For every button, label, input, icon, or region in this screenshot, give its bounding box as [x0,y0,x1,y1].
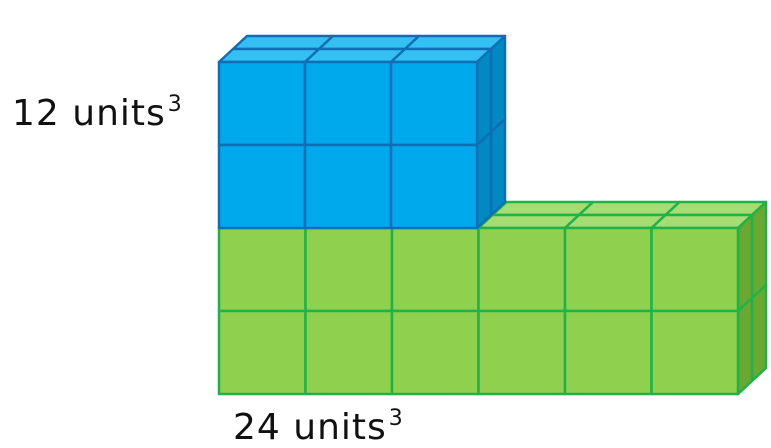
blue-cube-top-cell [217,47,321,64]
green-cube-top-cell [577,200,681,217]
green-cube-side-cell [750,200,768,300]
blue-cube-front-cell [389,143,479,230]
green-cube-front-cell [563,309,653,396]
blue-volume-text: 12 units [12,93,166,134]
blue-cube-front-cell [303,143,393,230]
green-volume-exponent: 3 [388,406,404,431]
green-cube-top-cell [477,213,581,230]
green-cube-front-cell [563,226,653,313]
green-cube-top-cell [491,200,595,217]
blue-cube-side-cell [475,47,493,147]
blue-volume-exponent: 3 [167,92,183,117]
blue-cube-top-cell [317,34,421,51]
green-cube-front-cell [650,309,740,396]
blue-cube-front-cell [217,60,307,147]
blue-cube-top-cell [403,34,507,51]
blue-cube-top-cell [231,34,335,51]
blue-cube-top-cell [303,47,407,64]
blue-volume-label: 12 units3 [12,94,183,132]
blue-cube-front-cell [389,60,479,147]
green-cube-front-cell [304,226,394,313]
green-volume-text: 24 units [233,407,387,448]
blue-cube-side-cell [489,117,507,217]
green-cube-front-cell [217,226,307,313]
blue-cube-front-cell [217,143,307,230]
green-cube-front-cell [304,309,394,396]
green-cube-top-cell [563,213,667,230]
green-cube-top-cell [664,200,768,217]
green-volume-label: 24 units3 [233,408,404,446]
green-cube-front-cell [477,226,567,313]
blue-cube-front-cell [303,60,393,147]
blue-cube-top-cell [389,47,493,64]
green-cube-front-cell [390,226,480,313]
blue-cube-side-cell [489,34,507,134]
blue-cube-side-cell [475,130,493,230]
green-cube-side-cell [736,213,754,313]
green-cube-side-cell [736,296,754,396]
blue-prism [217,34,507,230]
green-cube-front-cell [650,226,740,313]
green-cube-top-cell [650,213,754,230]
green-cube-side-cell [750,283,768,383]
green-cube-front-cell [217,309,307,396]
green-cube-front-cell [477,309,567,396]
green-cube-front-cell [390,309,480,396]
green-prism [217,200,768,396]
